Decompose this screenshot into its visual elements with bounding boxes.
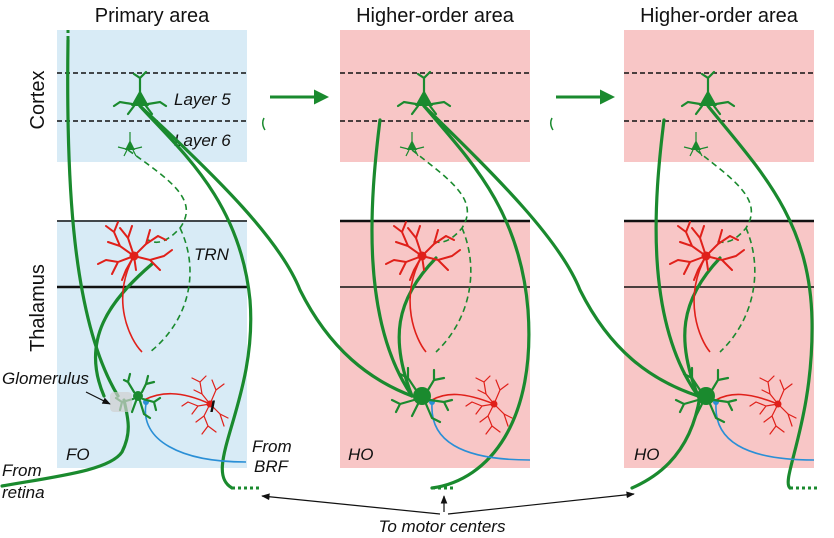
fo-label: FO — [66, 445, 90, 464]
primary-fo-cortical-axon — [66, 38, 120, 398]
small-green-mark-2 — [549, 117, 554, 131]
higher1-relay-ascending-axon — [370, 118, 414, 398]
small-green-mark-1 — [261, 117, 266, 131]
primary-layer5-motor-axon — [138, 104, 253, 490]
from-retina-label-line2: retina — [2, 483, 45, 502]
to-motor-centers-label: To motor centers — [379, 517, 506, 536]
primary-layer5-descending-axon — [138, 104, 414, 398]
higher2-relay-ascending-axon — [654, 118, 700, 398]
trn-label: TRN — [194, 245, 230, 264]
primary-interneuron-axon — [143, 392, 211, 405]
higher1-trn-axon — [409, 255, 427, 353]
title-higher-order-area-2: Higher-order area — [640, 5, 799, 27]
primary-relay-ascending — [93, 262, 154, 398]
thalamus-label: Thalamus — [27, 264, 49, 352]
glomerulus-box — [110, 392, 132, 412]
higher2-brf-axon — [715, 403, 815, 461]
glomerulus-label: Glomerulus — [2, 369, 89, 388]
primary-layer6-feedback — [127, 149, 191, 353]
from-brf-label-line2: BRF — [254, 457, 290, 476]
primary-cortex-bg — [57, 30, 247, 162]
motor-pointer-left — [261, 493, 441, 515]
retinal-axon — [0, 398, 130, 488]
glomerulus-pointer — [85, 391, 111, 405]
higher2-layer5-motor-axon — [706, 104, 814, 490]
higher2-interneuron-axon — [715, 393, 779, 405]
higher1-brf-axon — [431, 403, 531, 461]
higher2-trn-axon — [693, 255, 711, 353]
higher2-cortex-bg — [624, 30, 814, 162]
layer5-label: Layer 5 — [174, 90, 231, 109]
higher1-layer5-descending-axon — [422, 104, 700, 398]
layer6-label: Layer 6 — [174, 131, 231, 150]
from-brf-label-line1: From — [252, 437, 292, 456]
higher1-cortex-bg — [340, 30, 530, 162]
motor-pointer-right — [447, 491, 635, 515]
higher1-interneuron-axon — [431, 393, 495, 405]
interneuron-label: I — [210, 397, 216, 416]
primary-trn-axon — [121, 255, 143, 353]
title-primary-area: Primary area — [95, 5, 210, 27]
title-higher-order-area-1: Higher-order area — [356, 5, 515, 27]
ho-label-2: HO — [634, 445, 660, 464]
from-retina-label-line1: From — [2, 461, 42, 480]
ho-label-1: HO — [348, 445, 374, 464]
higher1-layer5-motor-axon — [422, 104, 531, 490]
cortex-label: Cortex — [27, 71, 49, 130]
